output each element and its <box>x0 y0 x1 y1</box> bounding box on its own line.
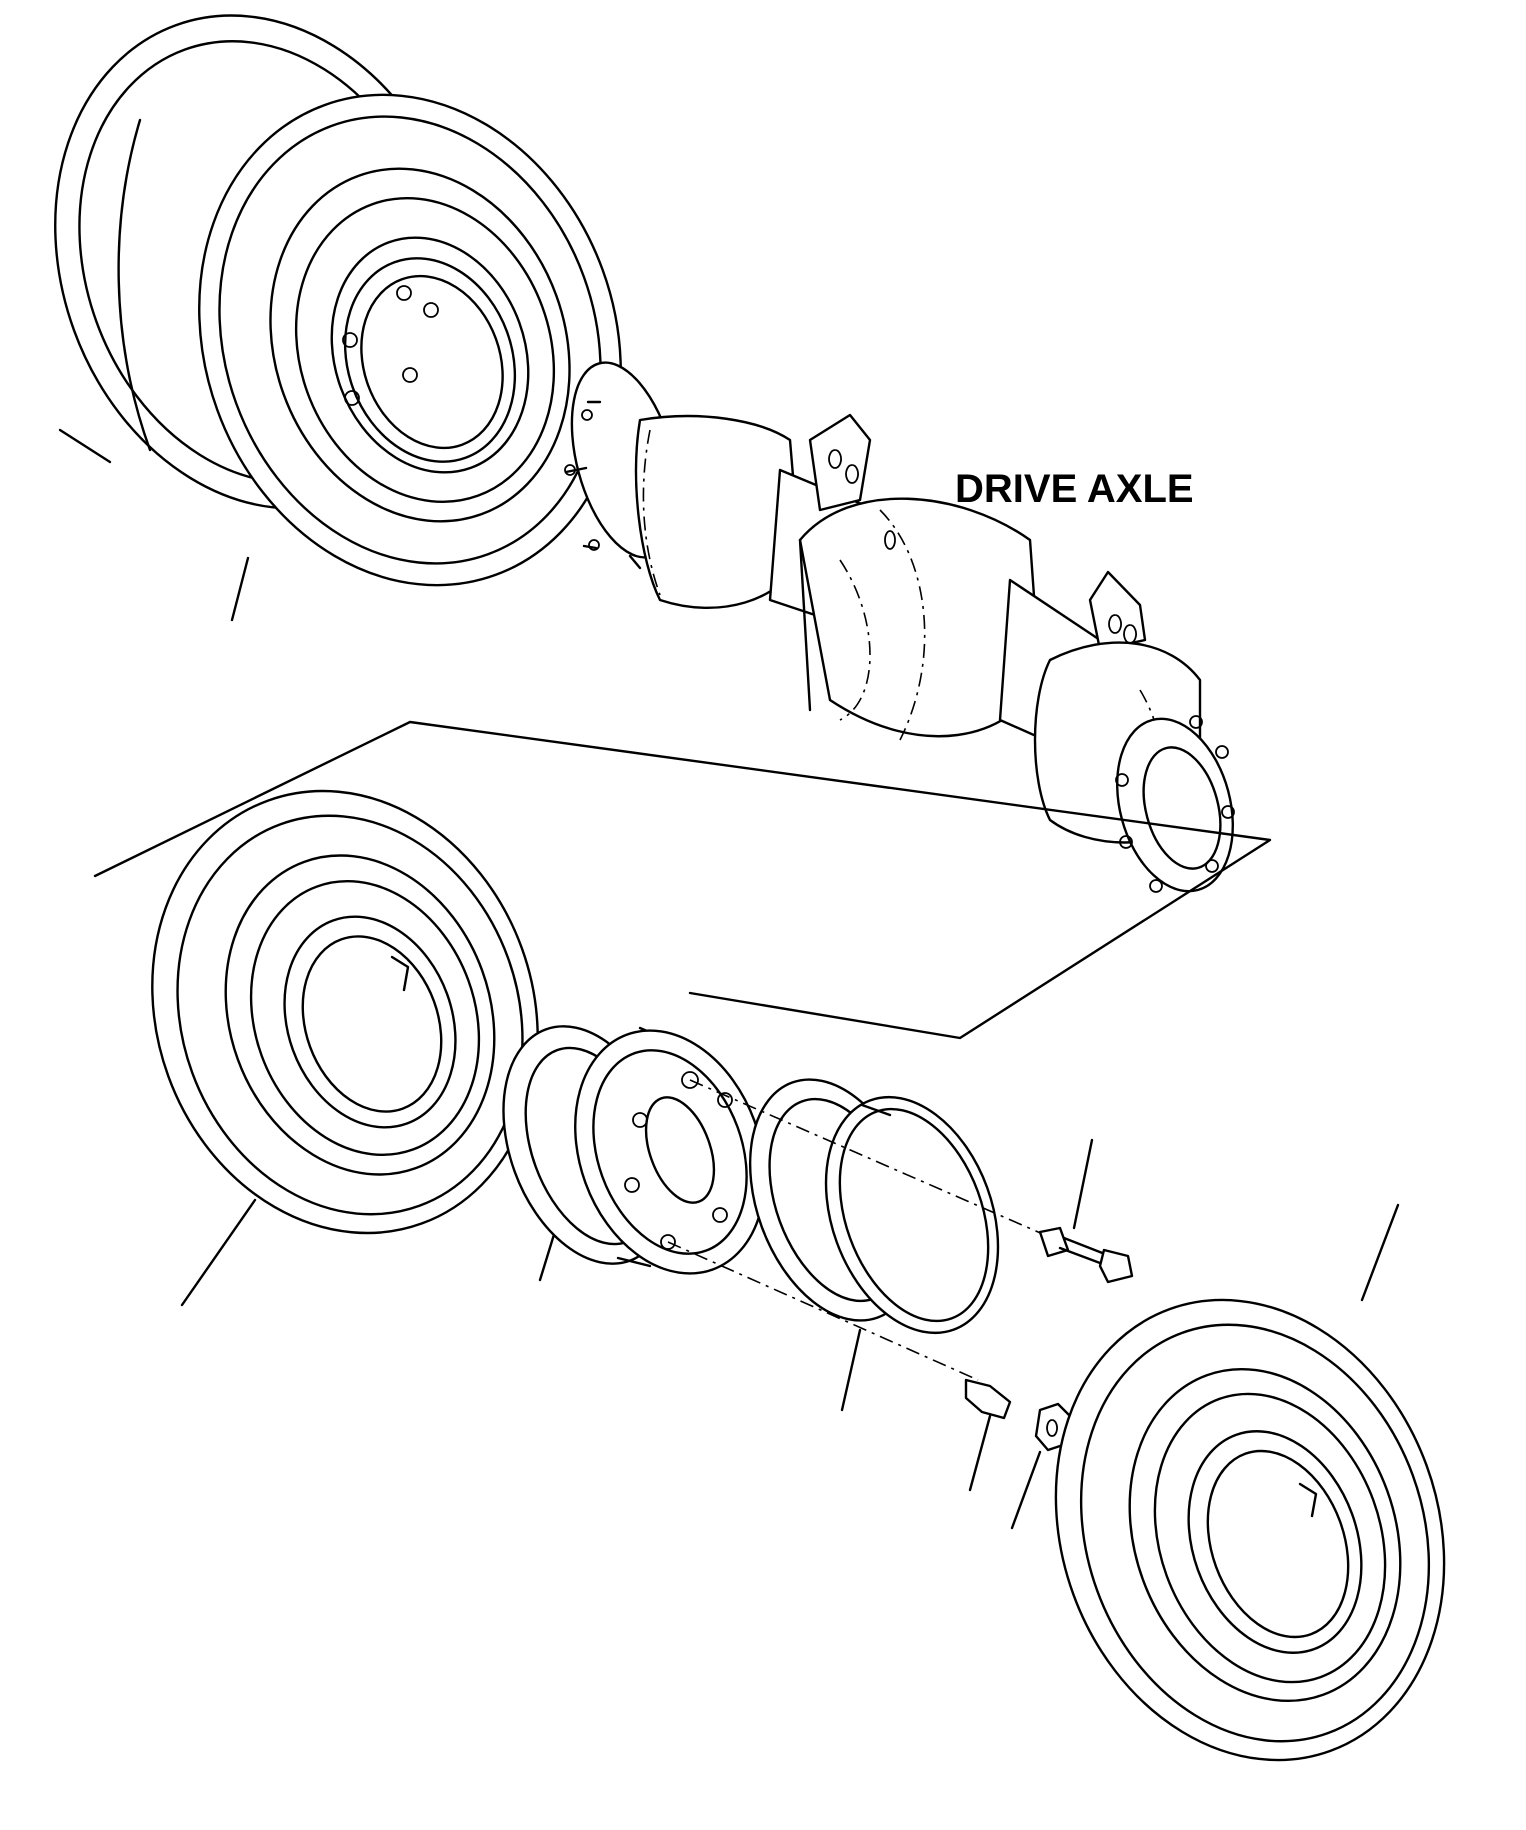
alignment-line <box>689 1079 1046 1236</box>
right-tire <box>1054 1203 1446 1762</box>
rim-bolt <box>1038 1138 1134 1284</box>
drive-axle <box>564 361 1235 893</box>
rim-half-outer <box>502 1025 766 1282</box>
wheel-stud <box>964 1378 1012 1492</box>
dual-wheel-assembly <box>54 14 622 622</box>
drive-axle-label: DRIVE AXLE <box>955 467 1194 511</box>
rim-half-inner <box>748 1078 1000 1412</box>
alignment-line <box>667 1241 979 1381</box>
left-tire <box>151 789 539 1307</box>
reference-plane <box>93 720 1272 1040</box>
